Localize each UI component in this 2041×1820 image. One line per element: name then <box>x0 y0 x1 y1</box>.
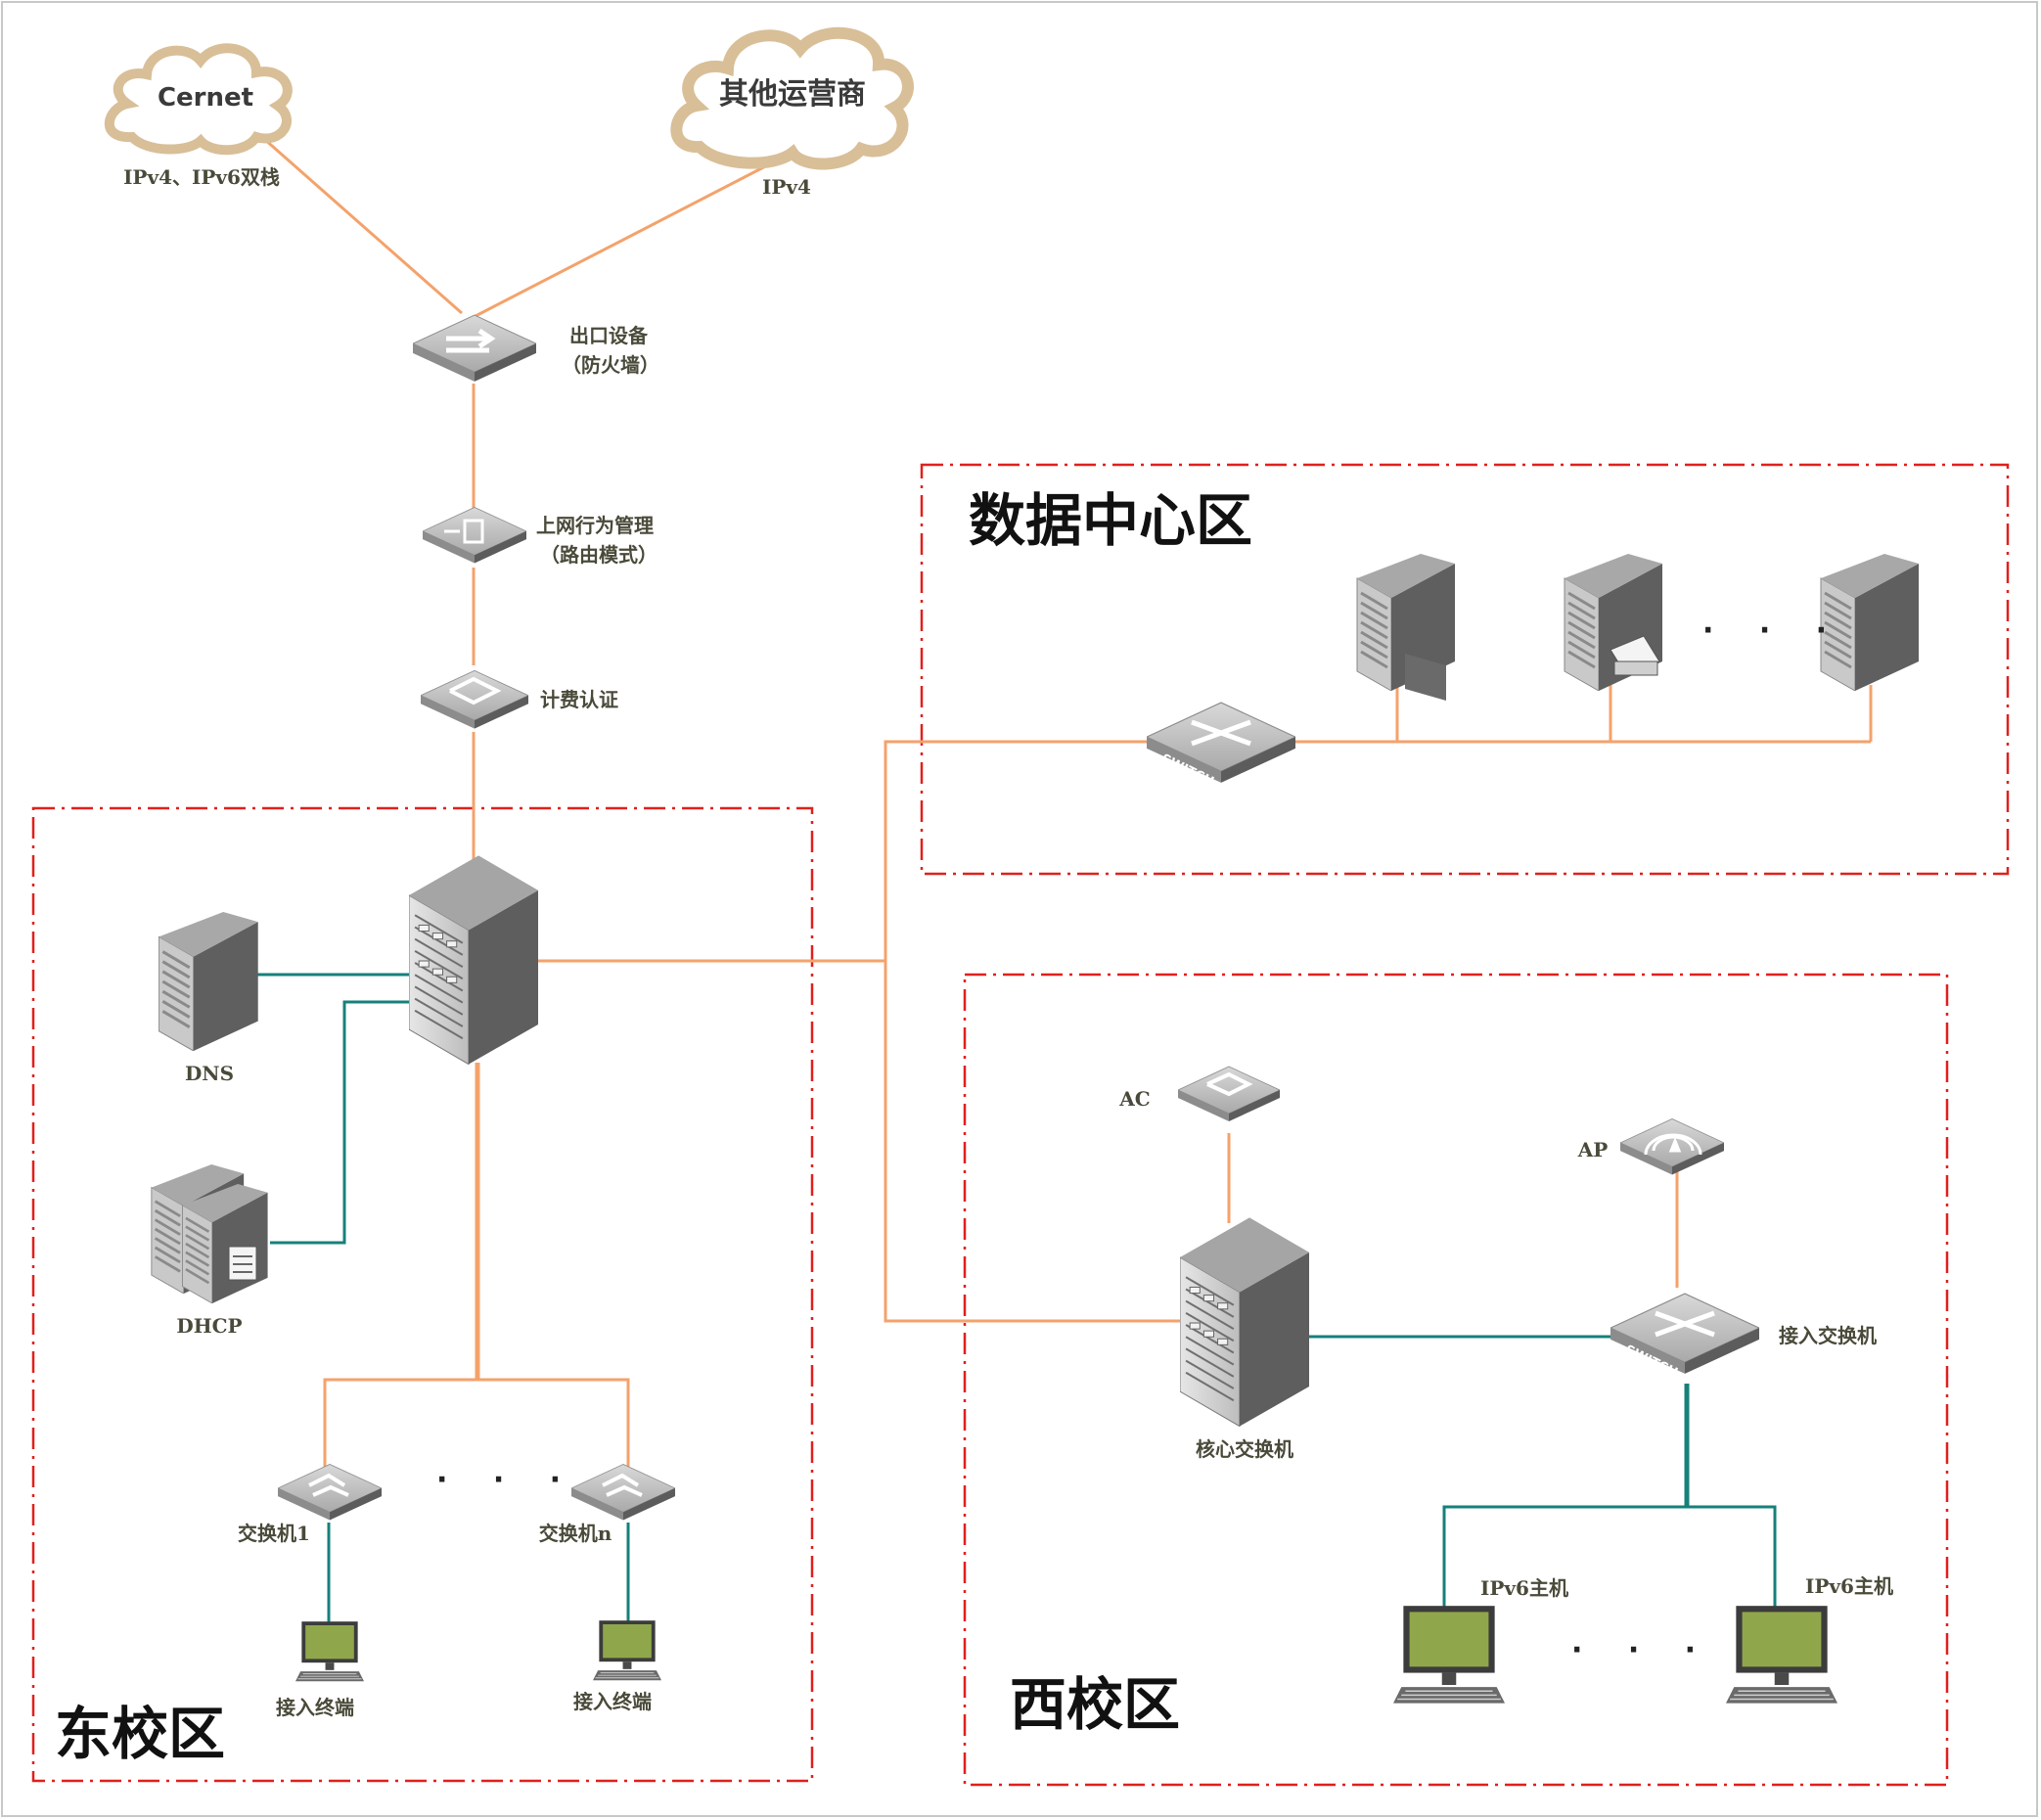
switch1-icon <box>278 1463 382 1522</box>
ipv6-host1-icon <box>1393 1605 1505 1705</box>
datacenter-switch-arrows-icon <box>1191 719 1251 747</box>
behavior-label-line2: （路由模式） <box>540 543 658 567</box>
ac-controller-glyph-icon <box>1206 1071 1253 1097</box>
east-campus-zone-border <box>31 806 814 1783</box>
ac-label: AC <box>1118 1087 1150 1111</box>
east-core-switch-icon <box>409 855 538 1065</box>
behavior-label-line1: 上网行为管理 <box>536 514 654 537</box>
switchn-icon <box>571 1463 675 1522</box>
access-switch-label: 接入交换机 <box>1779 1324 1877 1347</box>
link-east-core-datacenter-switch <box>534 740 1151 963</box>
link-dhcp-core <box>270 1000 411 1245</box>
terminal1-icon <box>295 1620 364 1682</box>
cernet-cloud-label: Cernet <box>158 83 253 113</box>
access-switch-arrows-icon <box>1655 1310 1715 1338</box>
dhcp-server-icon <box>151 1164 270 1303</box>
datacenter-server2-printer-icon <box>1610 635 1660 676</box>
billing-auth-label: 计费认证 <box>540 688 618 711</box>
firewall-label-line1: 出口设备 <box>569 324 649 347</box>
west-core-switch-icon <box>1180 1217 1309 1427</box>
link-cernet-firewall <box>263 137 463 315</box>
switchn-arrows-icon <box>602 1473 643 1497</box>
switch1-label: 交换机1 <box>238 1522 310 1545</box>
firewall-arrow-icon <box>446 328 496 353</box>
datacenter-zone-title: 数据中心区 <box>969 487 1252 554</box>
east-zone-title: 东校区 <box>55 1701 225 1767</box>
west-zone-title: 西校区 <box>1010 1671 1180 1738</box>
terminal2-icon <box>593 1620 661 1681</box>
cernet-protocol-note: IPv4、IPv6双栈 <box>123 165 280 189</box>
ipv6-host2-icon <box>1726 1605 1837 1705</box>
other-isp-cloud-label: 其他运营商 <box>719 77 866 112</box>
behavior-management-icon <box>423 506 526 565</box>
west-host-ellipsis: · · · <box>1571 1633 1713 1667</box>
ipv6-host2-label: IPv6主机 <box>1805 1574 1893 1598</box>
billing-glyph-icon <box>449 676 502 705</box>
dns-label: DNS <box>185 1062 234 1085</box>
dns-server-icon <box>159 912 258 1051</box>
terminal2-label: 接入终端 <box>573 1690 652 1713</box>
terminal1-label: 接入终端 <box>276 1696 354 1719</box>
ap-wireless-icon <box>1644 1133 1702 1156</box>
datacenter-switch-icon <box>1147 702 1295 784</box>
switch1-arrows-icon <box>308 1473 349 1497</box>
datacenter-server-ellipsis: · · · <box>1702 614 1844 648</box>
dhcp-label: DHCP <box>176 1314 242 1338</box>
other-isp-cloud-icon <box>670 26 914 170</box>
datacenter-zone-border <box>920 463 2010 876</box>
link-other-isp-firewall <box>473 160 774 319</box>
datacenter-server1-storage-icon <box>1405 654 1446 701</box>
east-switch-ellipsis: · · · <box>436 1463 578 1497</box>
link-east-core-west-core <box>884 961 1184 1323</box>
west-core-switch-label: 核心交换机 <box>1196 1437 1293 1461</box>
cernet-cloud-icon <box>104 43 293 156</box>
firewall-label-line2: （防火墙） <box>562 353 659 377</box>
ipv6-host1-label: IPv6主机 <box>1480 1576 1568 1600</box>
link-distribution-switches <box>323 1378 630 1476</box>
other-isp-protocol-note: IPv4 <box>762 175 811 199</box>
switchn-label: 交换机n <box>539 1522 612 1545</box>
link-hosts-bus <box>1442 1505 1777 1611</box>
access-switch-icon <box>1610 1293 1759 1375</box>
behavior-doc-icon <box>444 519 484 544</box>
ap-label: AP <box>1577 1138 1609 1161</box>
west-campus-zone-border <box>963 973 1949 1787</box>
